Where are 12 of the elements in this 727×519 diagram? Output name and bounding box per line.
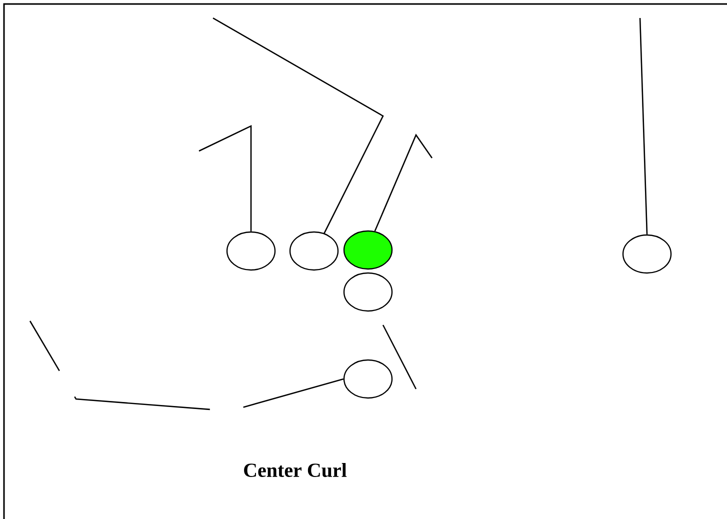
- player-ellipse: [343, 230, 393, 270]
- player-ellipse: [343, 272, 393, 312]
- route-line: [374, 134, 433, 232]
- route-line: [639, 18, 648, 234]
- player-ellipse: [226, 231, 276, 271]
- route-line: [198, 124, 252, 232]
- route-line: [29, 320, 344, 412]
- player-ellipse: [622, 234, 672, 274]
- caption: Center Curl: [244, 462, 347, 478]
- player-ellipse: [343, 359, 393, 399]
- player-ellipse: [289, 231, 339, 271]
- route-line: [212, 17, 384, 234]
